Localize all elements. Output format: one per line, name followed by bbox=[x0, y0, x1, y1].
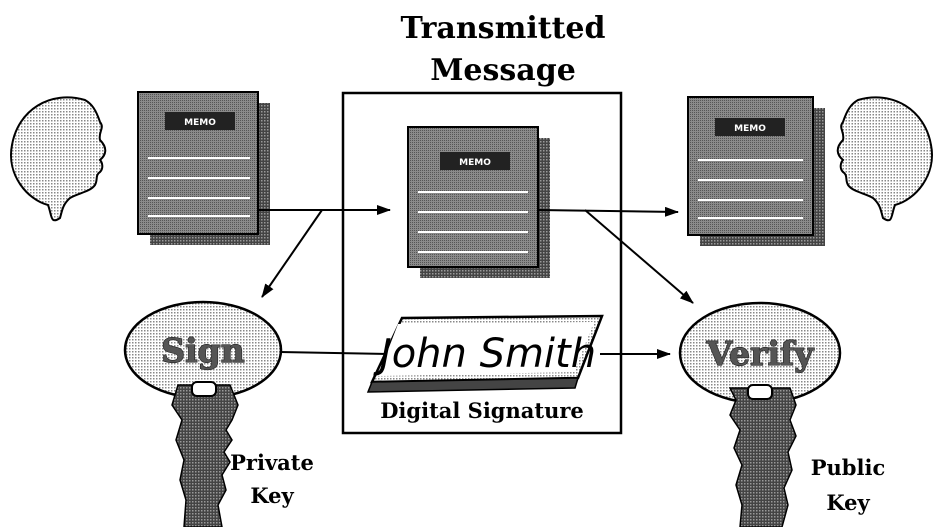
digital-signature-card-icon: John Smith bbox=[366, 314, 604, 393]
sign-label: Sign bbox=[161, 331, 244, 370]
document-label: MEMO bbox=[734, 124, 766, 134]
arrow-transmitted-to-received bbox=[537, 206, 679, 217]
arrow-transmitted-to-verify bbox=[584, 209, 694, 304]
public-key-icon: Verify bbox=[678, 301, 842, 527]
public-key-caption-line2: Key bbox=[826, 490, 870, 515]
arrow-doc-to-sign bbox=[261, 209, 323, 298]
private-key-caption-line2: Key bbox=[250, 483, 294, 508]
digital-signature-caption: Digital Signature bbox=[380, 398, 584, 423]
original-document-icon: MEMO bbox=[137, 91, 270, 245]
signature-name: John Smith bbox=[373, 331, 596, 377]
transmitted-message-box bbox=[341, 91, 623, 435]
arrow-sign-to-signature bbox=[279, 351, 391, 355]
private-key-caption-line1: Private bbox=[230, 450, 314, 475]
document-label: MEMO bbox=[184, 118, 216, 128]
transmitted-document-icon: MEMO bbox=[407, 126, 550, 278]
title-line2: Message bbox=[430, 53, 576, 88]
public-key-caption-line1: Public bbox=[811, 455, 885, 480]
received-document-icon: MEMO bbox=[687, 96, 825, 246]
sender-head-icon bbox=[10, 96, 107, 222]
verify-label: Verify bbox=[706, 334, 815, 373]
title-line1: Transmitted bbox=[400, 11, 605, 46]
private-key-icon: Sign bbox=[123, 300, 283, 527]
document-label: MEMO bbox=[459, 158, 491, 168]
recipient-head-icon bbox=[836, 96, 933, 222]
